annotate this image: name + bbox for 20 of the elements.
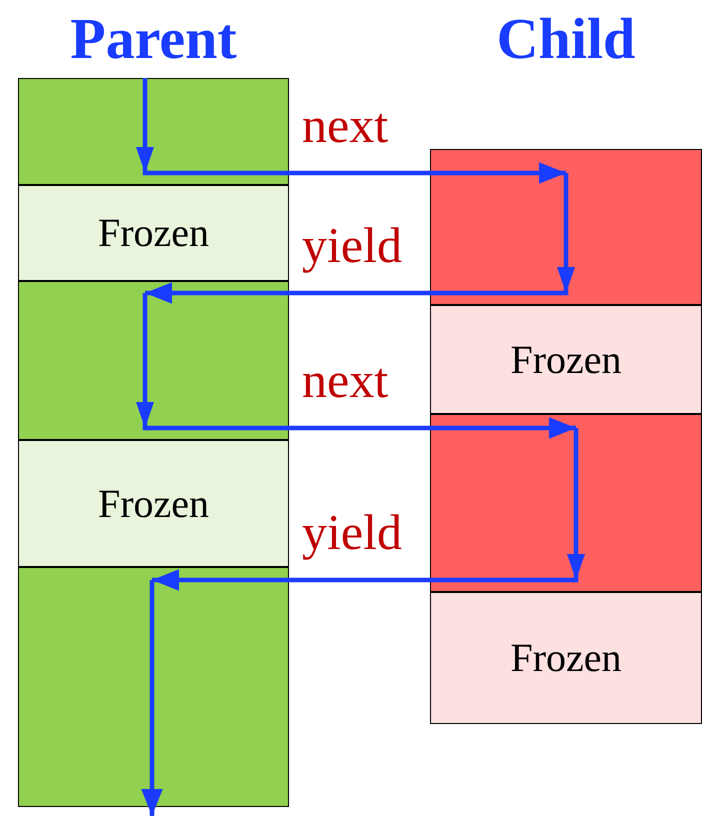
state-label: Frozen [98, 482, 210, 526]
flow-arrow [136, 78, 566, 184]
flow-arrow [136, 293, 576, 439]
frozen-state-box [430, 305, 702, 414]
column-heading: Parent [70, 7, 237, 71]
state-label: Frozen [510, 636, 622, 680]
frozen-state-box [430, 592, 702, 724]
frozen-state-box [18, 185, 289, 281]
frozen-state-box [18, 440, 289, 567]
flow-arrow [145, 173, 575, 304]
flow-arrow [152, 428, 585, 591]
active-bar [18, 567, 289, 807]
state-label: Frozen [510, 338, 622, 382]
state-label: Frozen [98, 211, 210, 255]
active-bar [18, 281, 289, 440]
active-bar [430, 414, 702, 592]
active-bar [430, 149, 702, 305]
active-bar [18, 78, 289, 185]
column-heading: Child [496, 7, 636, 71]
flow-arrow [141, 580, 163, 816]
